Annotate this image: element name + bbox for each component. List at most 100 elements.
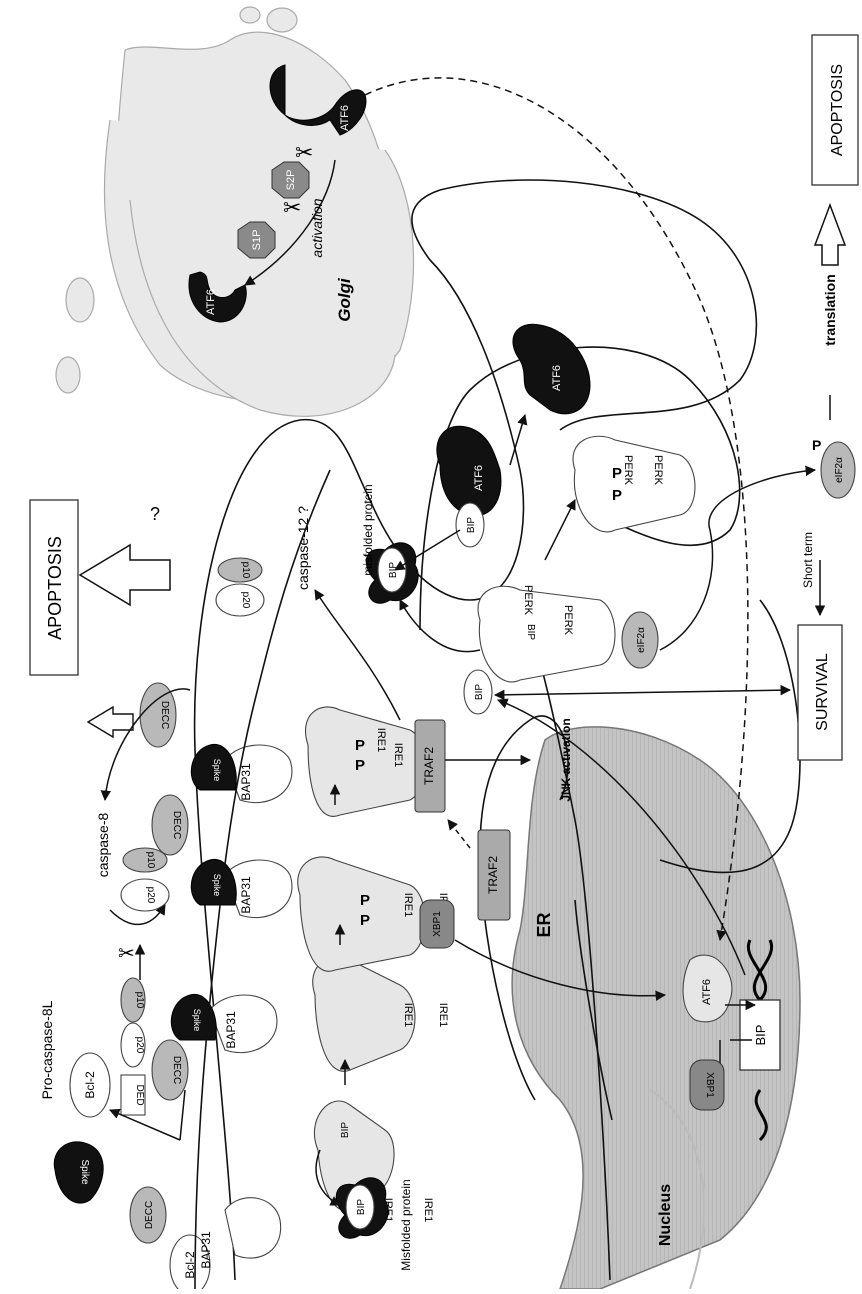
svg-text:PERK: PERK xyxy=(562,605,574,636)
svg-text:IRE1: IRE1 xyxy=(392,743,404,767)
translation-label: translation xyxy=(822,274,838,346)
bap31-4: BAP31 xyxy=(199,1198,281,1269)
svg-text:ATF6: ATF6 xyxy=(551,365,563,391)
svg-text:Spike: Spike xyxy=(212,874,222,897)
eif2a-cytoplasm: eIF2α xyxy=(622,612,658,668)
svg-text:Bcl-2: Bcl-2 xyxy=(83,1071,97,1099)
bap31-spike-1: Spike BAP31 xyxy=(191,744,292,802)
caspase12-active: p20 p10 xyxy=(216,558,264,616)
hollow-arrow-up-icon xyxy=(80,545,170,605)
svg-text:PERK: PERK xyxy=(622,455,634,486)
hollow-arrow-small-icon xyxy=(88,707,133,737)
apoptosis-bottom-box: APOPTOSIS xyxy=(812,35,858,185)
svg-text:P: P xyxy=(355,737,365,754)
hollow-arrow-right-icon xyxy=(815,205,845,265)
svg-text:ATF6: ATF6 xyxy=(205,289,217,315)
perk-dimer-1: PERK BIP PERK xyxy=(478,585,615,682)
svg-text:APOPTOSIS: APOPTOSIS xyxy=(45,536,65,640)
svg-text:p10: p10 xyxy=(145,852,156,869)
xbp1-nucleus: XBP1 xyxy=(690,1060,724,1110)
scissors-icon: ✂ xyxy=(118,943,135,965)
traf2-active: TRAF2 xyxy=(415,720,445,812)
svg-text:p20: p20 xyxy=(145,887,156,904)
svg-text:DECC: DECC xyxy=(171,1056,182,1084)
spike-free: Spike xyxy=(54,1142,103,1203)
svg-text:p10: p10 xyxy=(240,562,251,579)
apoptosis-top-box: APOPTOSIS xyxy=(30,500,78,675)
decc-2: DECC xyxy=(152,795,188,855)
ire1-dimer-4: IRE1 IRE1 P P xyxy=(306,707,425,817)
s1p-protease: S1P xyxy=(238,222,275,258)
activation-label: activation xyxy=(309,198,325,257)
s2p-protease: S2P xyxy=(272,162,309,198)
svg-text:XBP1: XBP1 xyxy=(704,1072,715,1098)
bip-gene-box: BIP xyxy=(740,1000,780,1070)
svg-text:BAP31: BAP31 xyxy=(239,876,253,914)
svg-text:Spike: Spike xyxy=(79,1159,90,1184)
perk-dimer-2: PERK PERK P P xyxy=(573,436,695,532)
svg-text:BIP: BIP xyxy=(340,1122,351,1138)
svg-text:IRE1: IRE1 xyxy=(402,893,414,917)
xbp1-cytoplasm: XBP1 xyxy=(420,900,454,948)
svg-text:BAP31: BAP31 xyxy=(199,1231,213,1269)
svg-text:PERK: PERK xyxy=(522,585,534,616)
svg-text:P: P xyxy=(812,437,821,453)
svg-text:p20: p20 xyxy=(134,1037,145,1054)
svg-text:SURVIVAL: SURVIVAL xyxy=(814,653,831,731)
er-label: ER xyxy=(534,912,554,937)
svg-text:S1P: S1P xyxy=(251,230,263,251)
jnk-label: JNK activation xyxy=(559,718,573,801)
svg-text:ATF6: ATF6 xyxy=(339,105,351,131)
misfolded-protein-left: BIP Misfolded protein xyxy=(336,1178,413,1271)
procaspase8l-label: Pro-caspase-8L xyxy=(39,1000,55,1099)
nucleus-label: Nucleus xyxy=(657,1184,674,1246)
svg-text:TRAF2: TRAF2 xyxy=(422,747,436,785)
scissors-icon: ✂ xyxy=(283,195,301,220)
svg-text:IRE1: IRE1 xyxy=(437,1003,449,1027)
svg-text:DECC: DECC xyxy=(144,1201,155,1229)
ire1-dimer-2: IRE1 IRE1 xyxy=(313,957,449,1071)
svg-text:BAP31: BAP31 xyxy=(224,1011,238,1049)
svg-text:BIP: BIP xyxy=(525,624,536,640)
svg-text:IRE1: IRE1 xyxy=(375,728,387,752)
golgi-apparatus: Golgi xyxy=(56,7,414,416)
svg-text:S2P: S2P xyxy=(285,170,297,191)
decc-1: DECC xyxy=(140,683,176,747)
svg-text:IRE1: IRE1 xyxy=(402,1003,414,1027)
traf2-free: TRAF2 xyxy=(478,830,510,920)
question-mark: ? xyxy=(150,504,160,524)
svg-text:DECC: DECC xyxy=(159,701,170,729)
decc-4: DECC xyxy=(130,1187,166,1243)
svg-text:PERK: PERK xyxy=(652,455,664,486)
survival-box: SURVIVAL xyxy=(798,625,842,760)
svg-text:IRE1: IRE1 xyxy=(422,1198,434,1222)
svg-text:p10: p10 xyxy=(134,992,145,1009)
svg-text:BAP31: BAP31 xyxy=(239,763,253,801)
atf6-er-bip: BIP ATF6 xyxy=(437,426,501,547)
svg-text:TRAF2: TRAF2 xyxy=(486,856,500,894)
caspase8-active: p20 p10 xyxy=(121,848,169,911)
atf6-er-free: ATF6 xyxy=(513,324,590,414)
bap31-spike-3: Spike BAP31 xyxy=(171,994,277,1052)
svg-text:BIP: BIP xyxy=(356,1199,367,1215)
svg-text:Spike: Spike xyxy=(192,1009,202,1032)
svg-text:ATF6: ATF6 xyxy=(473,465,485,491)
misfolded-right-label: misfolded protein xyxy=(361,484,375,575)
eif2a-phospho: eIF2α P xyxy=(812,437,855,498)
misfolded-left-label: Misfolded protein xyxy=(399,1179,413,1270)
svg-text:P: P xyxy=(612,487,622,504)
svg-text:BIP: BIP xyxy=(753,1025,768,1046)
bap31-spike-2: Spike BAP31 xyxy=(191,859,292,917)
svg-text:p20: p20 xyxy=(240,592,251,609)
svg-text:BIP: BIP xyxy=(466,517,477,533)
decc-3: DECC xyxy=(152,1040,188,1100)
svg-text:DECC: DECC xyxy=(171,811,182,839)
svg-text:P: P xyxy=(360,892,370,909)
procaspase8-chain: p10 p20 DED xyxy=(121,978,145,1115)
svg-text:P: P xyxy=(355,757,365,774)
svg-text:APOPTOSIS: APOPTOSIS xyxy=(829,64,846,156)
caspase12-label: caspase-12 ? xyxy=(295,506,311,590)
svg-text:P: P xyxy=(360,912,370,929)
